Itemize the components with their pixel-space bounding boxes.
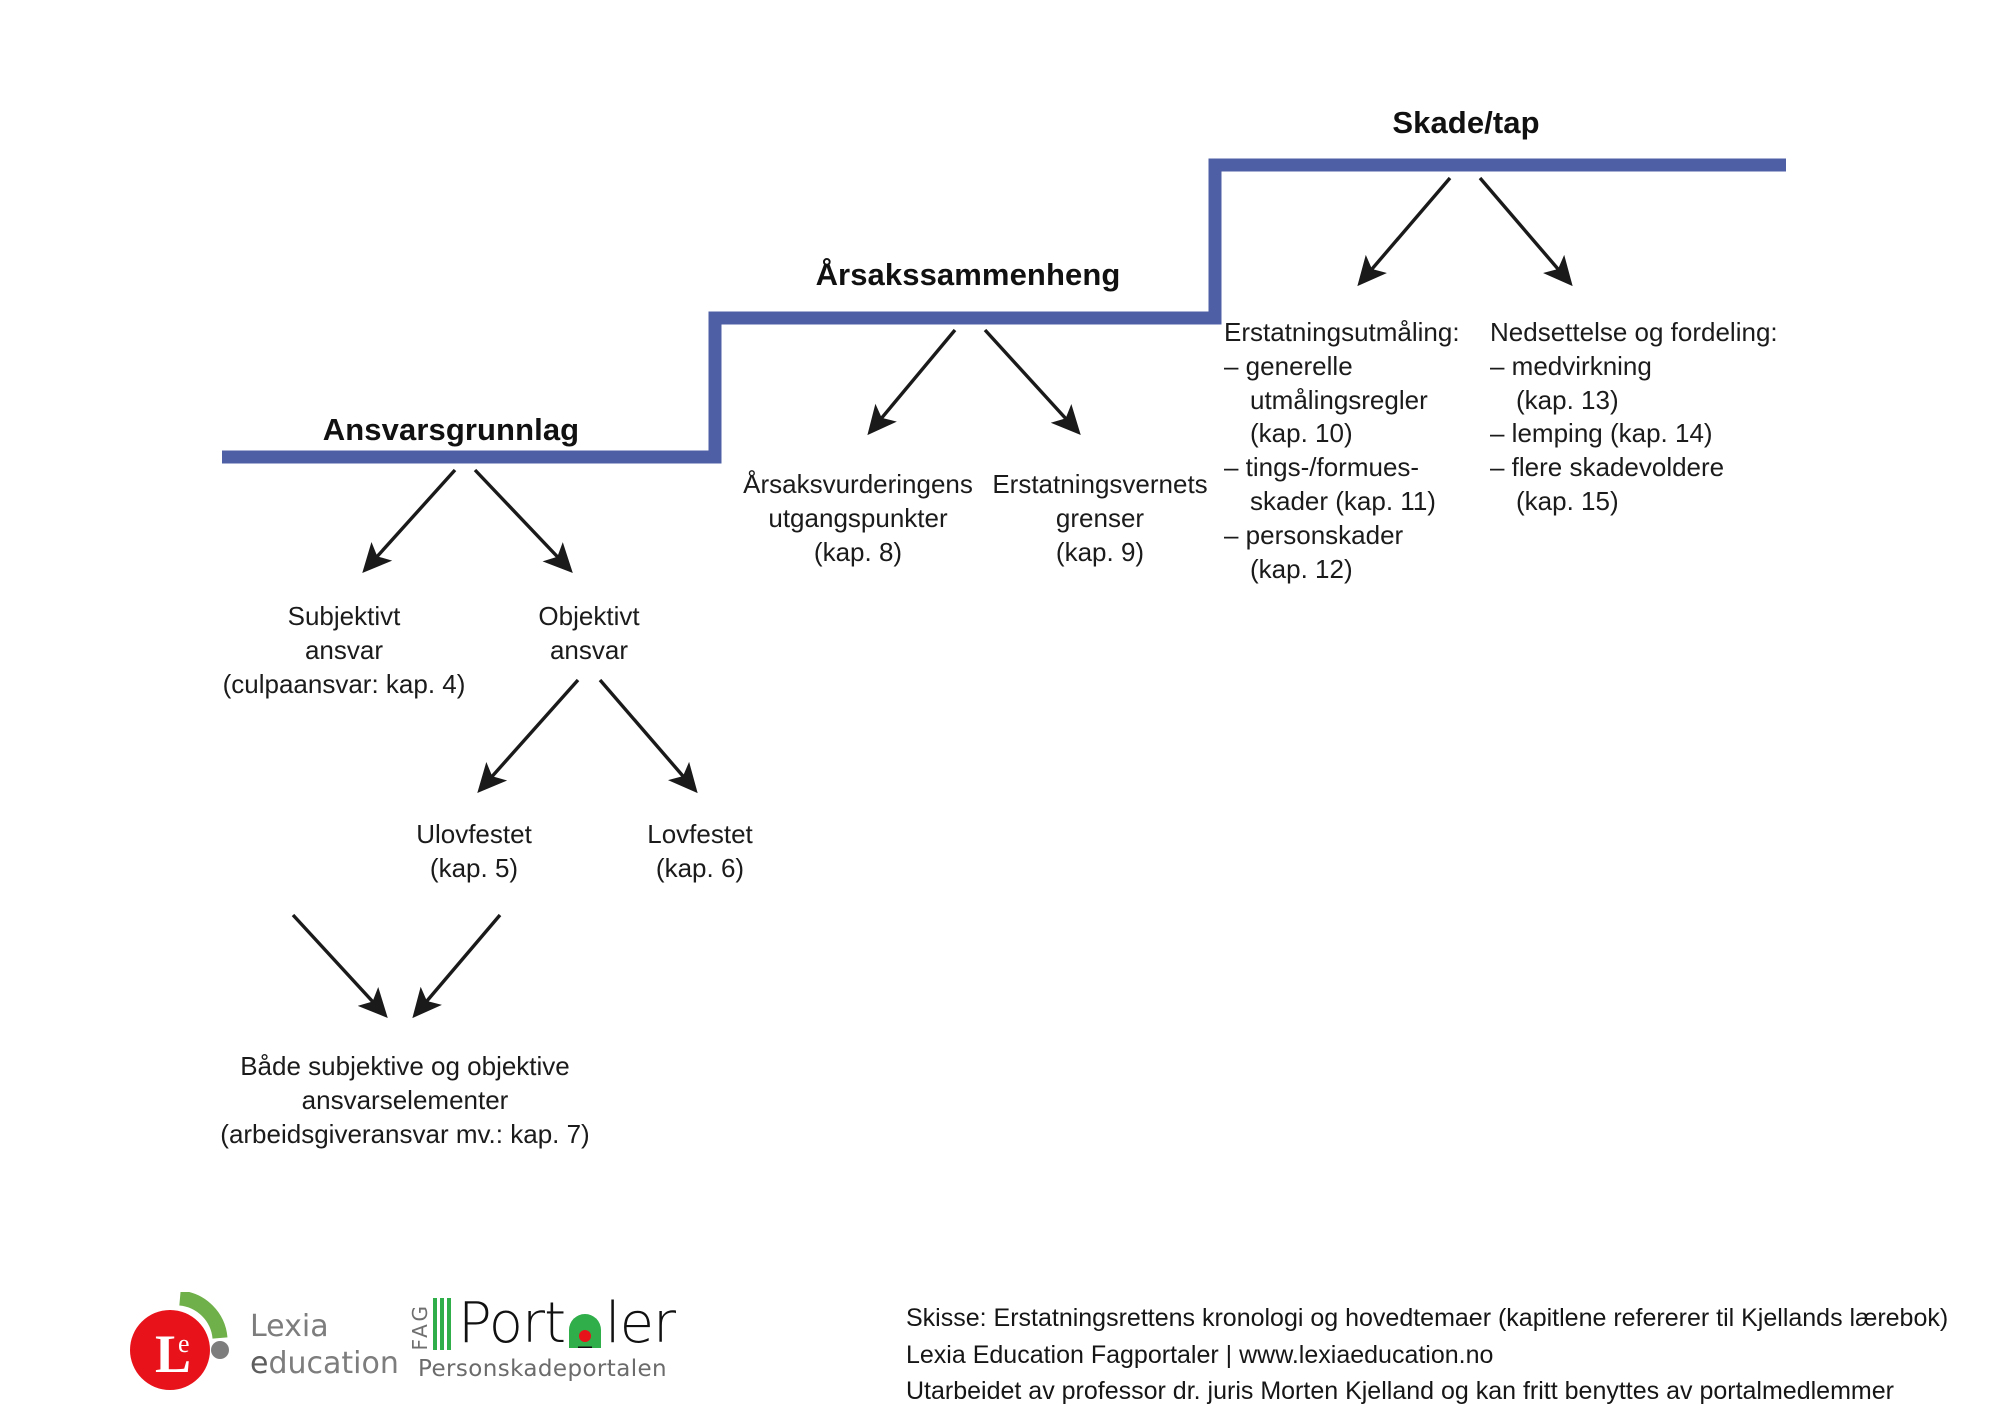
list-item-line: skader (kap. 11) [1250, 485, 1436, 516]
node-line: ansvar [549, 634, 629, 665]
lexia-word-bottom: education [250, 1346, 399, 1383]
portaler-word-end: ler [605, 1290, 676, 1356]
portaler-word-mid: ort [488, 1290, 566, 1356]
list-item-line: – lemping (kap. 14) [1490, 418, 1713, 449]
lexia-letter-l: L [155, 1324, 191, 1384]
portaler-green-bars-icon [433, 1292, 454, 1350]
list-item-line: (kap. 12) [1250, 553, 1353, 584]
node-line: (arbeidsgiveransvar mv.: kap. 7) [220, 1118, 590, 1149]
lexia-letter-e: e [178, 1329, 190, 1358]
node-line: Erstatningsvernets [992, 469, 1208, 499]
list-item-line: – flere skadevoldere [1490, 452, 1725, 483]
portaler-subtitle: Personskadeportalen [418, 1356, 668, 1382]
list-item-line: utmålingsregler [1250, 384, 1428, 415]
list-item-line: – generelle [1224, 350, 1353, 381]
lexia-word-rest: ducation [268, 1346, 399, 1381]
node-line: utgangspunkter [768, 502, 948, 533]
list-item-line: – personskader [1224, 519, 1404, 550]
list-item-line: (kap. 13) [1516, 384, 1619, 415]
node-line: Lovfestet [647, 819, 753, 849]
lexia-circle-icon: L e [130, 1290, 229, 1390]
list-erstatningsutmaling: Erstatningsutmåling: – generelle utmålin… [1224, 316, 1492, 586]
list-item: – personskader (kap. 12) [1224, 519, 1492, 587]
list-item-line: – medvirkning [1490, 350, 1652, 381]
list-item-line: – tings-/formues- [1224, 452, 1420, 483]
credit-line: Lexia Education Fagportaler | www.lexiae… [906, 1340, 1494, 1369]
list-header: Erstatningsutmåling: [1224, 317, 1460, 347]
list-item-line: (kap. 15) [1516, 485, 1619, 516]
lexia-word-accent: e [250, 1346, 269, 1381]
list-item: – generelle utmålingsregler (kap. 10) [1224, 350, 1492, 451]
list-item: – flere skadevoldere (kap. 15) [1490, 451, 1810, 519]
node-line: Både subjektive og objektive [240, 1051, 570, 1081]
lexia-wordmark: Lexia education [250, 1309, 399, 1382]
node-line: (kap. 9) [1055, 536, 1145, 567]
credit-line: Utarbeidet av professor dr. juris Morten… [906, 1377, 1894, 1405]
node-line: (kap. 6) [655, 852, 745, 883]
portaler-a-icon [569, 1313, 602, 1350]
lexia-education-logo: L e Lexia education [128, 1290, 399, 1400]
node-line: (kap. 8) [813, 536, 903, 567]
node-subjektivt-ansvar: Subjektivt ansvar (culpaansvar: kap. 4) [223, 600, 466, 701]
node-line: (culpaansvar: kap. 4) [222, 668, 466, 699]
node-line: (kap. 5) [429, 852, 519, 883]
node-ulovfestet: Ulovfestet (kap. 5) [416, 818, 532, 886]
list-item: – medvirkning (kap. 13) [1490, 350, 1810, 418]
node-line: ansvar [304, 634, 384, 665]
stage-title-skade-tap: Skade/tap [1392, 105, 1540, 140]
credit-footer: Skisse: Erstatningsrettens kronologi og … [906, 1300, 1948, 1410]
lexia-word-top: Lexia [250, 1309, 329, 1345]
node-lovfestet: Lovfestet (kap. 6) [647, 818, 753, 886]
node-erstatningsvernets-grenser: Erstatningsvernets grenser (kap. 9) [992, 468, 1207, 569]
node-line: Ulovfestet [416, 819, 532, 849]
node-line: Subjektivt [287, 601, 401, 631]
node-arsaksvurderingens-utgangspunkter: Årsaksvurderingens utgangspunkter (kap. … [743, 468, 973, 569]
list-item: – tings-/formues- skader (kap. 11) [1224, 451, 1492, 519]
node-bade-subjektive-og-objektive: Både subjektive og objektive ansvarselem… [220, 1050, 589, 1151]
node-line: ansvarselementer [301, 1084, 509, 1115]
list-item-line: (kap. 10) [1250, 418, 1353, 449]
stage-title-ansvarsgrunnlag: Ansvarsgrunnlag [322, 412, 580, 447]
list-nedsettelse-og-fordeling: Nedsettelse og fordeling: – medvirkning … [1490, 316, 1810, 519]
lexia-mark-icon: L e [128, 1290, 236, 1400]
node-line: Årsaksvurderingens [743, 469, 973, 499]
node-line: grenser [1055, 502, 1145, 533]
credit-line: Skisse: Erstatningsrettens kronologi og … [906, 1304, 1949, 1332]
portaler-fag-label: FAG [408, 1302, 432, 1351]
stage-title-arsakssammenheng: Årsakssammenheng [815, 257, 1121, 292]
portaler-word-p: P [458, 1290, 490, 1356]
node-objektivt-ansvar: Objektivt ansvar [538, 600, 639, 668]
list-header: Nedsettelse og fordeling: [1490, 317, 1778, 347]
portaler-word-a [565, 1297, 605, 1350]
node-line: Objektivt [538, 601, 640, 631]
list-item: – lemping (kap. 14) [1490, 417, 1810, 451]
